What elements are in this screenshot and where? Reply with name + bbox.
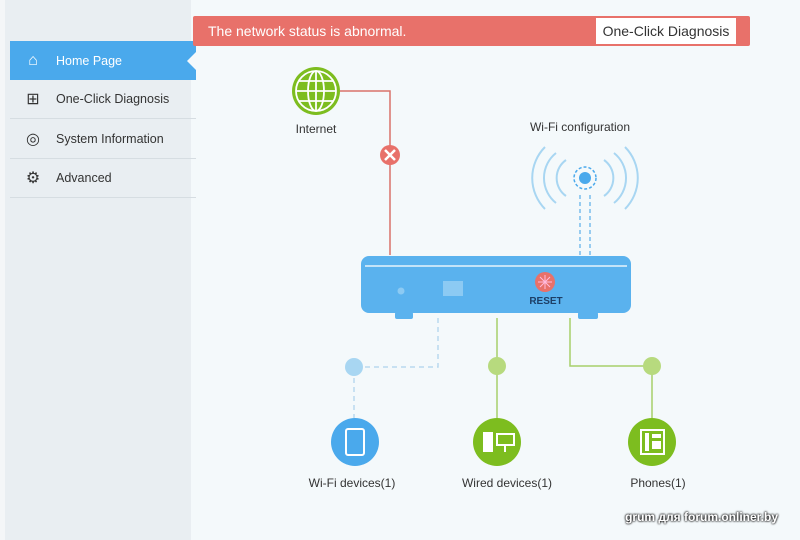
sidebar: ⌂ Home Page ⊞ One-Click Diagnosis ◎ System … bbox=[0, 0, 196, 540]
pulse-icon: ◎ bbox=[26, 131, 40, 148]
power-port-icon bbox=[397, 287, 405, 295]
wifi-configuration-label[interactable]: Wi-Fi configuration bbox=[529, 120, 631, 134]
first-aid-kit-icon: ⊞ bbox=[26, 91, 40, 108]
sidebar-item-system-information[interactable]: ◎ System Information bbox=[10, 120, 196, 159]
leaf-icon bbox=[488, 357, 506, 375]
gear-icon: ⚙ bbox=[25, 170, 41, 187]
internet-label[interactable]: Internet bbox=[295, 122, 337, 136]
status-message: The network status is abnormal. bbox=[208, 23, 407, 39]
sidebar-item-label: One-Click Diagnosis bbox=[56, 92, 170, 106]
router-body bbox=[361, 256, 631, 313]
sidebar-item-label: System Information bbox=[56, 132, 164, 146]
wifi-small-icon bbox=[345, 358, 363, 376]
phone-line bbox=[569, 318, 653, 418]
home-icon: ⌂ bbox=[28, 51, 38, 69]
sidebar-item-home-page[interactable]: ⌂ Home Page bbox=[10, 41, 196, 80]
reset-label[interactable]: RESET bbox=[529, 296, 563, 307]
wifi-devices-label[interactable]: Wi-Fi devices(1) bbox=[308, 476, 396, 490]
sidebar-item-advanced[interactable]: ⚙ Advanced bbox=[10, 159, 196, 198]
wired-devices-label[interactable]: Wired devices(1) bbox=[461, 476, 553, 490]
network-status-banner: The network status is abnormal. One-Clic… bbox=[193, 16, 750, 46]
internet-link-line bbox=[340, 90, 391, 255]
sidebar-item-label: Advanced bbox=[56, 171, 112, 185]
one-click-diagnosis-button[interactable]: One-Click Diagnosis bbox=[596, 18, 736, 44]
antenna-lines bbox=[579, 195, 591, 255]
ethernet-port-icon bbox=[443, 281, 463, 296]
watermark: grum для forum.onliner.by bbox=[625, 510, 778, 524]
tablet-icon bbox=[331, 418, 379, 466]
wifi-signal-icon bbox=[531, 146, 639, 210]
phones-label[interactable]: Phones(1) bbox=[630, 476, 686, 490]
sidebar-item-one-click-diagnosis[interactable]: ⊞ One-Click Diagnosis bbox=[10, 80, 196, 119]
sidebar-item-label: Home Page bbox=[56, 53, 123, 68]
leaf-icon bbox=[643, 357, 661, 375]
wifi-device-line bbox=[353, 318, 439, 418]
